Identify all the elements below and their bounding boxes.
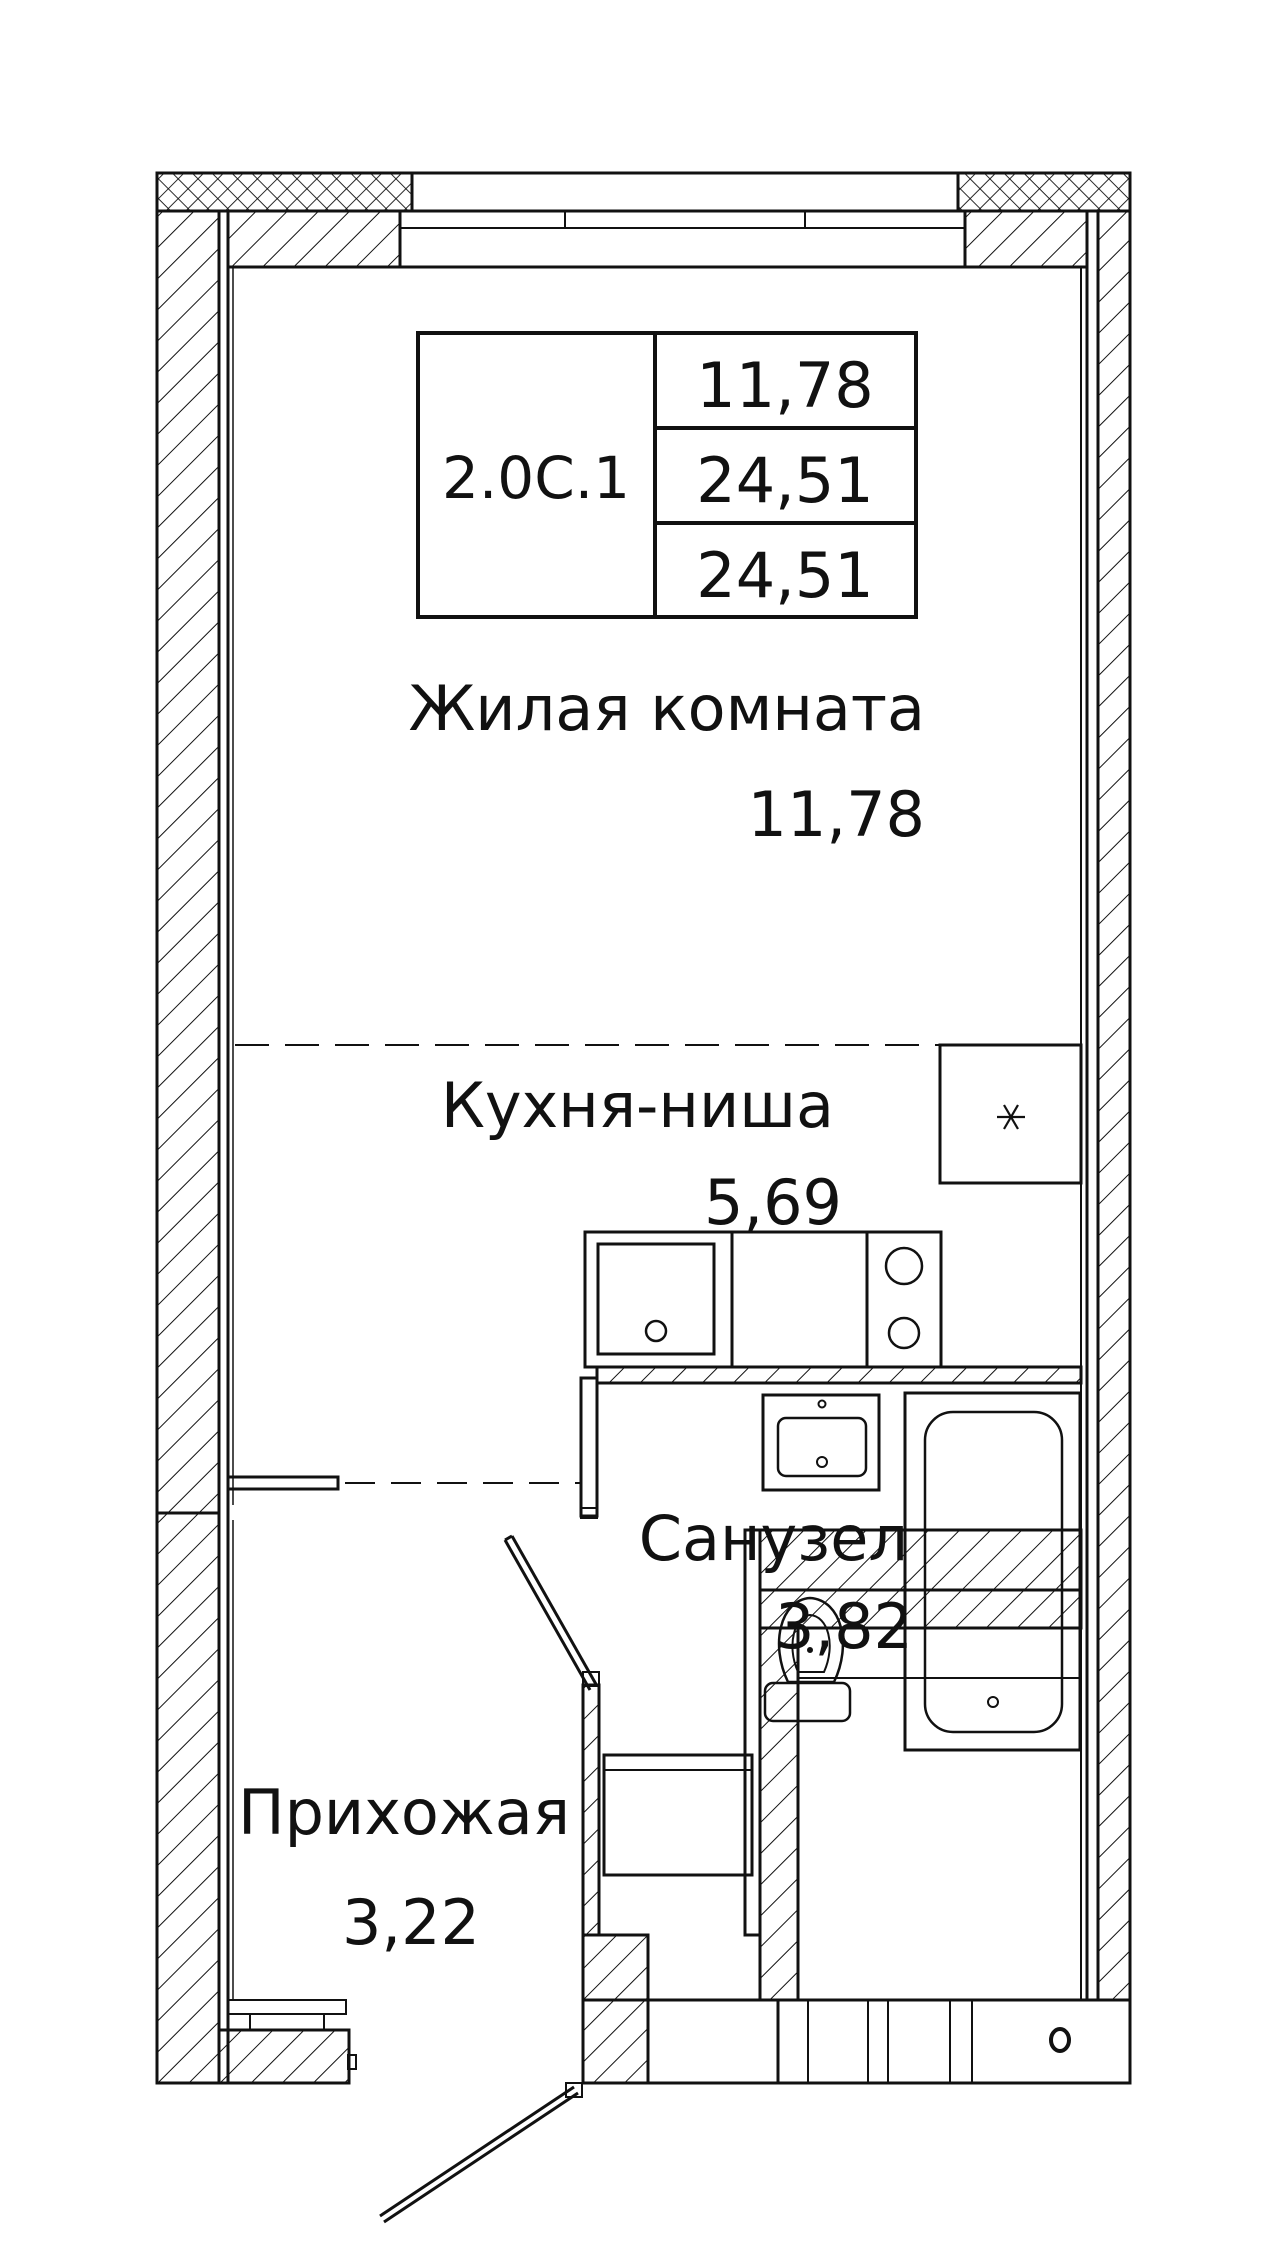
living-room-name: Жилая комната xyxy=(409,672,926,745)
apartment-summary: 2.0С.1 11,78 24,51 24,51 xyxy=(416,331,918,619)
toilet-icon xyxy=(763,1596,852,1723)
asterisk-icon xyxy=(997,1104,1025,1130)
apartment-area-total: 24,51 xyxy=(696,444,874,517)
room-labels: Жилая комната 11,78 Кухня-ниша 5,69 Сану… xyxy=(238,672,925,1959)
partition-stubs xyxy=(226,1376,599,1519)
hallway-name: Прихожая xyxy=(238,1776,570,1849)
apartment-area-living: 11,78 xyxy=(696,349,874,422)
kitchen-name: Кухня-ниша xyxy=(441,1069,834,1142)
riser-icon xyxy=(1049,2027,1071,2053)
door-swing-icon xyxy=(503,1534,600,1691)
bathroom-walls xyxy=(581,1365,1083,2002)
washbasin-icon xyxy=(761,1393,881,1492)
stove-icon xyxy=(884,1246,924,1350)
sink-icon xyxy=(596,1242,716,1356)
kitchen-area: 5,69 xyxy=(704,1166,842,1239)
entrance-door-swing xyxy=(379,2082,583,2224)
bathroom-name: Санузел xyxy=(639,1502,908,1575)
right-wall xyxy=(1080,209,1132,2013)
top-window xyxy=(398,171,967,269)
apartment-code: 2.0С.1 xyxy=(442,444,630,512)
hallway-closet xyxy=(602,1753,754,1877)
top-corner-blocks xyxy=(220,209,1089,269)
bathtub-icon xyxy=(903,1391,1082,1752)
top-wall xyxy=(155,171,1132,213)
hallway-area: 3,22 xyxy=(342,1886,480,1959)
left-wall xyxy=(155,209,234,2085)
bathroom-area: 3,82 xyxy=(775,1590,913,1663)
living-room-area: 11,78 xyxy=(748,778,926,851)
apartment-area-total-balcony: 24,51 xyxy=(696,539,874,612)
